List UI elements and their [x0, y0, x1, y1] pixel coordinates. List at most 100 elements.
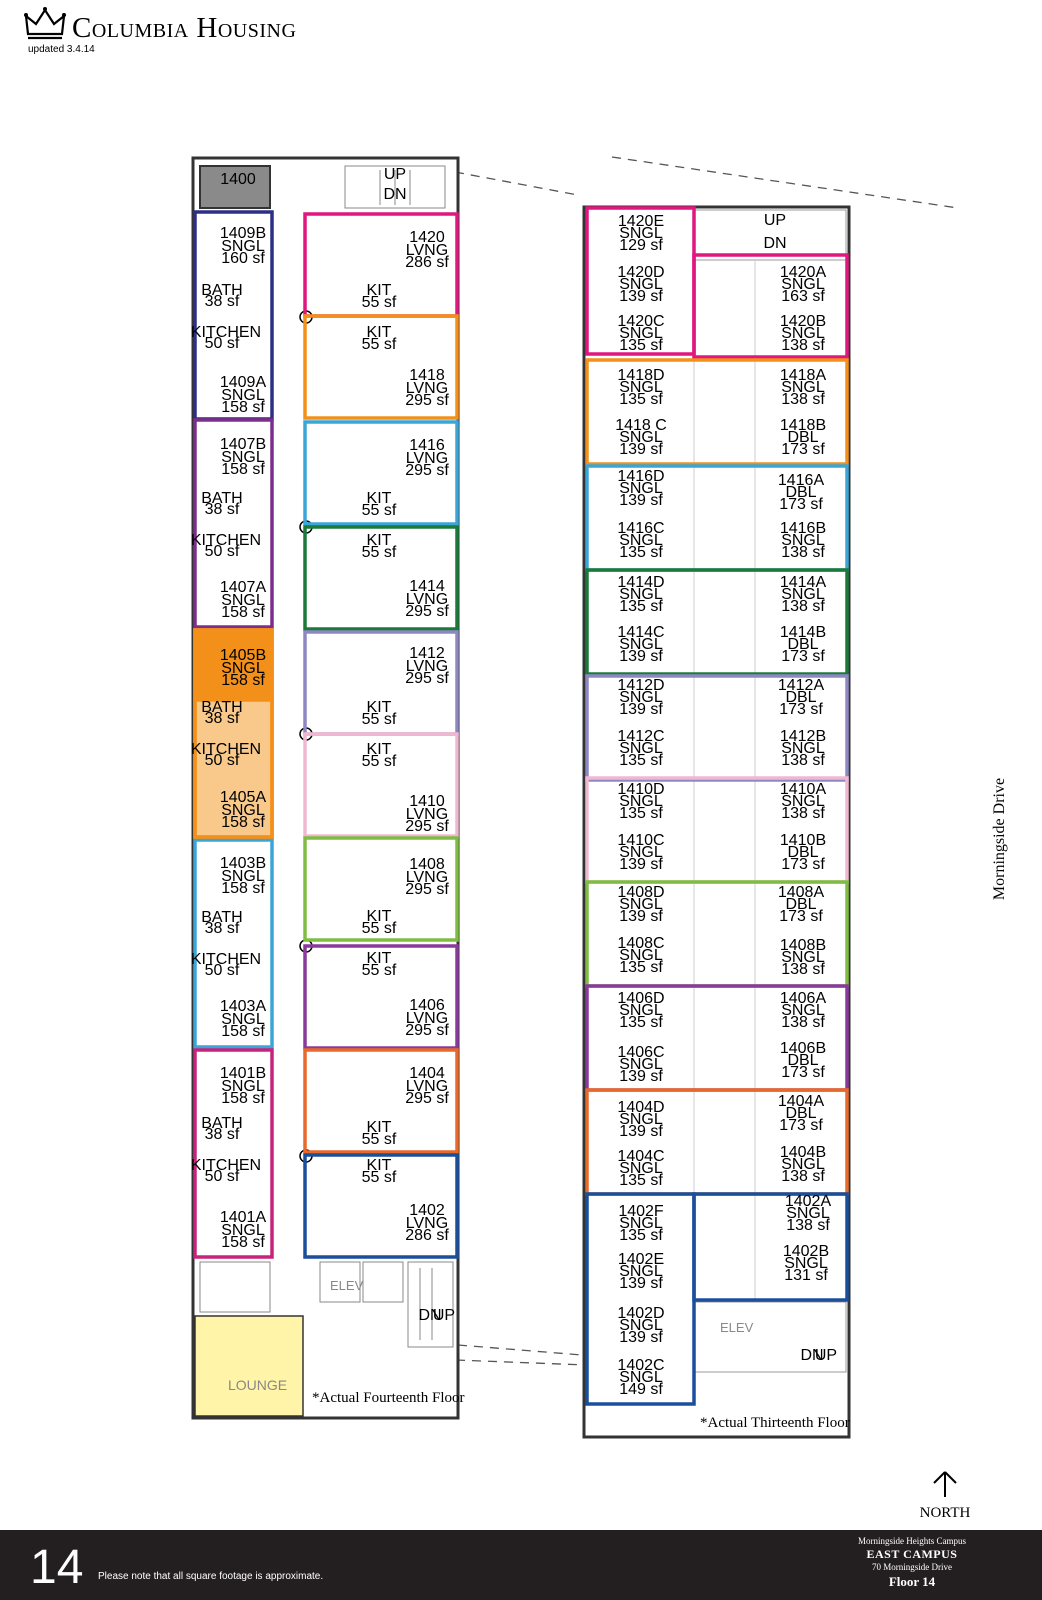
- room-number: 1405B: [220, 647, 266, 664]
- room-area: 131 sf: [784, 1267, 828, 1284]
- room-area: 158 sf: [221, 1234, 265, 1251]
- room-area: 135 sf: [619, 1014, 663, 1031]
- room-area: 138 sf: [781, 337, 825, 354]
- room-area: 295 sf: [405, 462, 449, 479]
- room-type: LVNG: [406, 869, 448, 886]
- bath-label: BATH: [201, 282, 242, 299]
- room-number: 1407B: [220, 436, 266, 453]
- bath-label: BATH: [201, 699, 242, 716]
- room-number: 1406C: [617, 1044, 664, 1061]
- room-number: 1404A: [778, 1093, 825, 1110]
- suite-outline: [303, 1048, 459, 1154]
- kit-area: 55 sf: [362, 920, 397, 937]
- room-number: 1405A: [220, 789, 267, 806]
- kitchen-area: 50 sf: [205, 543, 240, 560]
- kit-label: KIT: [367, 490, 392, 507]
- room-number: 1418A: [780, 367, 827, 384]
- kitchen-label: KITCHEN: [191, 532, 261, 549]
- room-number: 1408C: [617, 935, 664, 952]
- room-type: DBL: [785, 484, 816, 501]
- room-type: SNGL: [619, 225, 663, 242]
- room-number: 1404C: [617, 1148, 664, 1165]
- campus-line2: EAST CAMPUS: [866, 1547, 958, 1562]
- room-number: 1412: [409, 645, 445, 662]
- kitchen-area: 50 sf: [205, 962, 240, 979]
- room-number: 1410B: [780, 832, 826, 849]
- suite-outline: [303, 944, 459, 1050]
- north-indicator: NORTH: [905, 1470, 985, 1522]
- room-number: 1420E: [618, 213, 664, 230]
- room-number: 1416A: [778, 472, 825, 489]
- room-area: 138 sf: [781, 752, 825, 769]
- room-type: SNGL: [221, 1222, 265, 1239]
- room-area: 138 sf: [781, 961, 825, 978]
- stair-up-label: UP: [433, 1307, 455, 1324]
- room-number: 1412B: [780, 728, 826, 745]
- room-type: SNGL: [619, 844, 663, 861]
- room-type: SNGL: [221, 660, 265, 677]
- room-type: LVNG: [406, 450, 448, 467]
- room-area: 139 sf: [619, 648, 663, 665]
- room-type: SNGL: [619, 325, 663, 342]
- room-number: 1412A: [778, 677, 825, 694]
- stair-dn-label: DN: [763, 235, 786, 252]
- room-number: 1420A: [780, 264, 827, 281]
- updated-date: updated 3.4.14: [28, 44, 95, 55]
- kit-label: KIT: [367, 908, 392, 925]
- room-number: 1403B: [220, 855, 266, 872]
- bath-label: BATH: [201, 1115, 242, 1132]
- room-type: SNGL: [619, 480, 663, 497]
- room-type: SNGL: [786, 1205, 830, 1222]
- room-number: 1404: [409, 1065, 445, 1082]
- brand-title: Columbia Housing: [72, 12, 297, 44]
- stair-dn-label: DN: [418, 1307, 441, 1324]
- right-building: [582, 205, 851, 1439]
- street-name: Morningside Drive: [991, 777, 1008, 901]
- room-area: 138 sf: [781, 598, 825, 615]
- room-number: 1412C: [617, 728, 664, 745]
- north-label: NORTH: [919, 1505, 971, 1521]
- room-number: 1414C: [617, 624, 664, 641]
- room-area: 139 sf: [619, 492, 663, 509]
- disclaimer: Please note that all square footage is a…: [98, 1571, 324, 1582]
- kit-area: 55 sf: [362, 294, 397, 311]
- room-area: 295 sf: [405, 603, 449, 620]
- room-area: 138 sf: [781, 1168, 825, 1185]
- kit-area: 55 sf: [362, 336, 397, 353]
- footer: 14 Please note that all square footage i…: [0, 1530, 1042, 1600]
- kit-label: KIT: [367, 699, 392, 716]
- room-area: 138 sf: [781, 805, 825, 822]
- room-number: 1414A: [780, 574, 827, 591]
- room-type: SNGL: [619, 1317, 663, 1334]
- room-type: SNGL: [221, 802, 265, 819]
- stair-dn-label: DN: [383, 186, 406, 203]
- left-floor-note: *Actual Fourteenth Floor: [312, 1390, 464, 1406]
- room-type: LVNG: [406, 1215, 448, 1232]
- room-area: 173 sf: [779, 701, 823, 718]
- room-area: 295 sf: [405, 392, 449, 409]
- room-number: 1402C: [617, 1357, 664, 1374]
- campus-line1: Morningside Heights Campus: [858, 1536, 966, 1546]
- room-type: SNGL: [619, 429, 663, 446]
- room-type: SNGL: [221, 868, 265, 885]
- room-type: DBL: [787, 636, 818, 653]
- room-type: SNGL: [781, 1156, 825, 1173]
- room-number: 1401B: [220, 1065, 266, 1082]
- room-number: 1418: [409, 367, 445, 384]
- bath-area: 38 sf: [205, 710, 240, 727]
- room-number: 1408D: [617, 884, 664, 901]
- room-number: 1402E: [618, 1251, 664, 1268]
- room-type: LVNG: [406, 591, 448, 608]
- room-type: SNGL: [781, 276, 825, 293]
- stair-up-label: UP: [815, 1347, 837, 1364]
- room-type: SNGL: [619, 1111, 663, 1128]
- kit-area: 55 sf: [362, 962, 397, 979]
- room-number: 1414: [409, 578, 445, 595]
- room-area: 295 sf: [405, 670, 449, 687]
- room-area: 149 sf: [619, 1381, 663, 1398]
- room-number: 1420C: [617, 313, 664, 330]
- kit-label: KIT: [367, 324, 392, 341]
- crown-icon: [24, 7, 66, 40]
- room-type: LVNG: [406, 658, 448, 675]
- room-area: 158 sf: [221, 1090, 265, 1107]
